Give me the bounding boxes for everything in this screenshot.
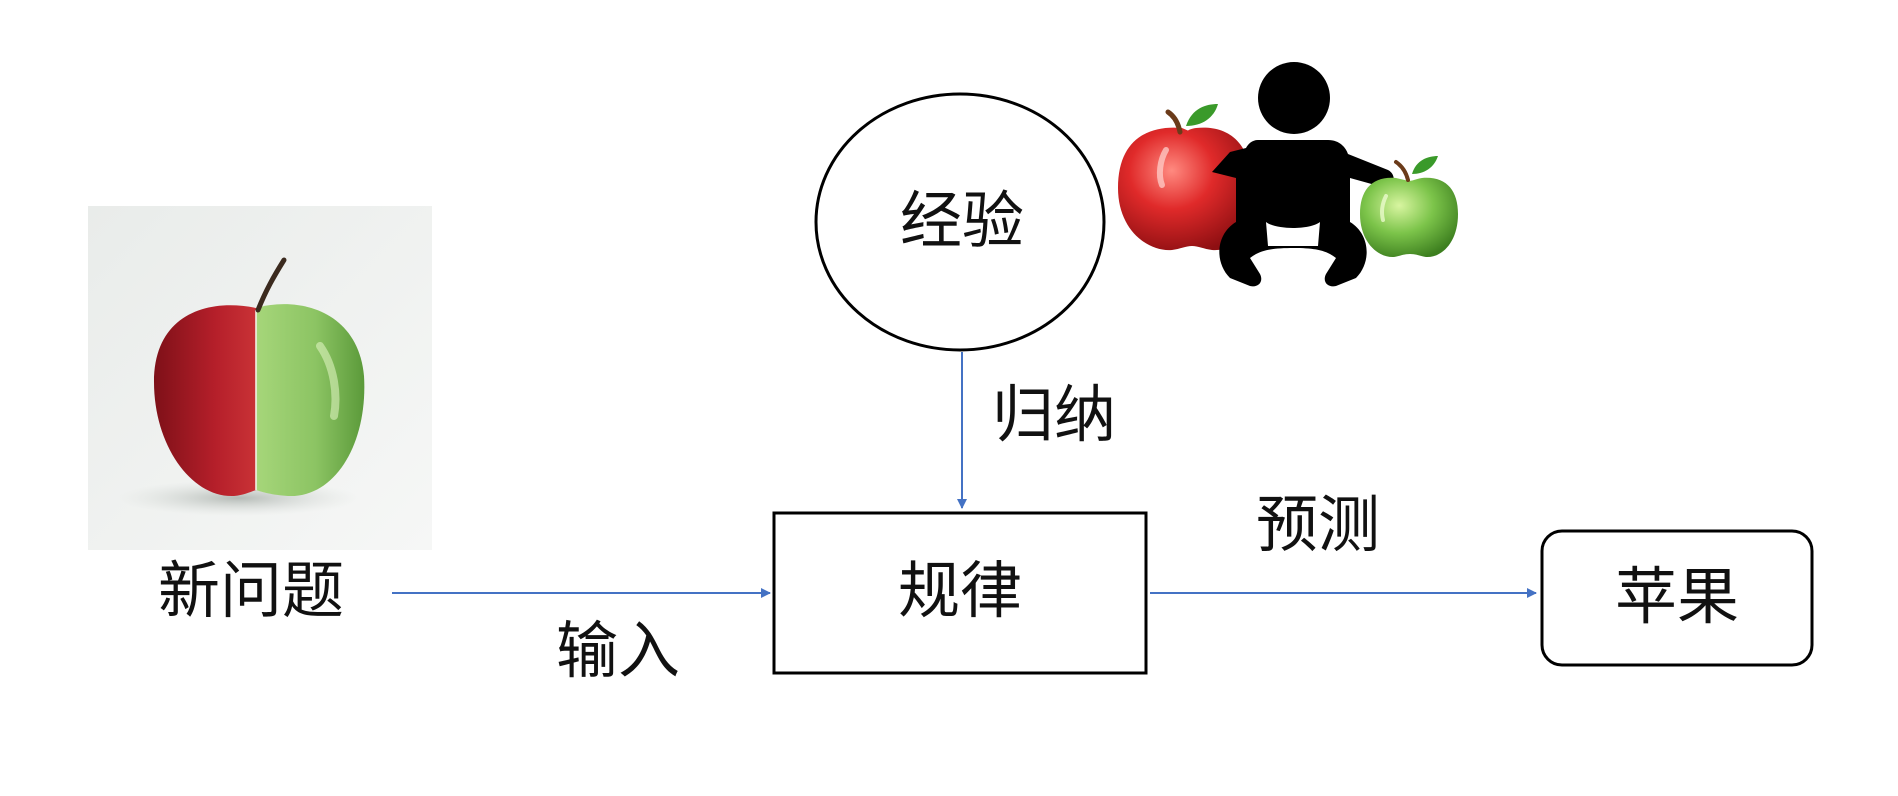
red-apple-icon	[1118, 104, 1252, 251]
input-label: 输入	[556, 614, 681, 687]
baby-icon	[1212, 62, 1394, 287]
rule-label: 规律	[898, 554, 1023, 627]
induce-label: 归纳	[992, 378, 1117, 451]
experience-node-circle	[814, 92, 1106, 352]
green-apple-icon	[1360, 156, 1458, 258]
experience-label: 经验	[900, 184, 1025, 257]
apple-label: 苹果	[1615, 560, 1740, 633]
apple-node-box	[1540, 529, 1814, 667]
rule-node-box	[772, 511, 1148, 675]
predict-label: 预测	[1256, 488, 1381, 561]
split-apple-photo	[88, 206, 432, 550]
new-problem-label: 新问题	[158, 554, 345, 627]
